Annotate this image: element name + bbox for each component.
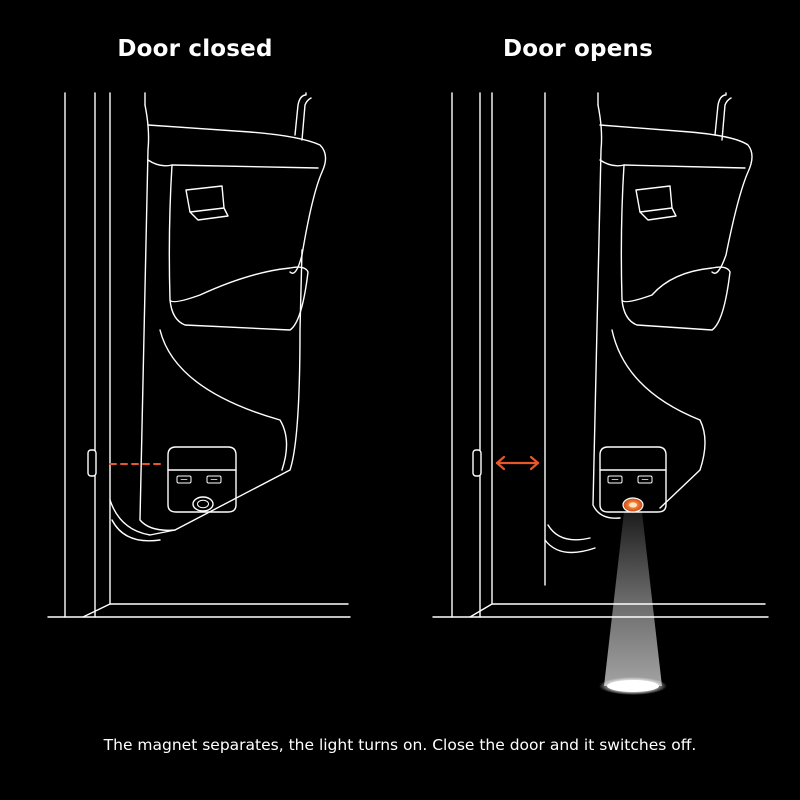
panel-door-closed	[47, 92, 351, 618]
sensor-light-icon	[167, 446, 237, 513]
door-magnet-icon	[472, 449, 482, 477]
door-frame	[47, 92, 351, 618]
panel-title-door-closed: Door closed	[117, 36, 273, 62]
panel-door-opens	[432, 92, 769, 618]
sensor-light-icon	[599, 446, 667, 513]
shoe-organizer	[109, 92, 327, 542]
door-frame	[432, 92, 769, 618]
door-magnet-icon	[87, 449, 97, 477]
panel-title-door-opens: Door opens	[503, 36, 653, 62]
double-arrow-icon	[495, 455, 540, 471]
shoe-organizer	[544, 92, 753, 554]
caption: The magnet separates, the light turns on…	[103, 736, 697, 754]
light-beam	[599, 512, 667, 695]
sensor-lens-on	[622, 497, 644, 513]
